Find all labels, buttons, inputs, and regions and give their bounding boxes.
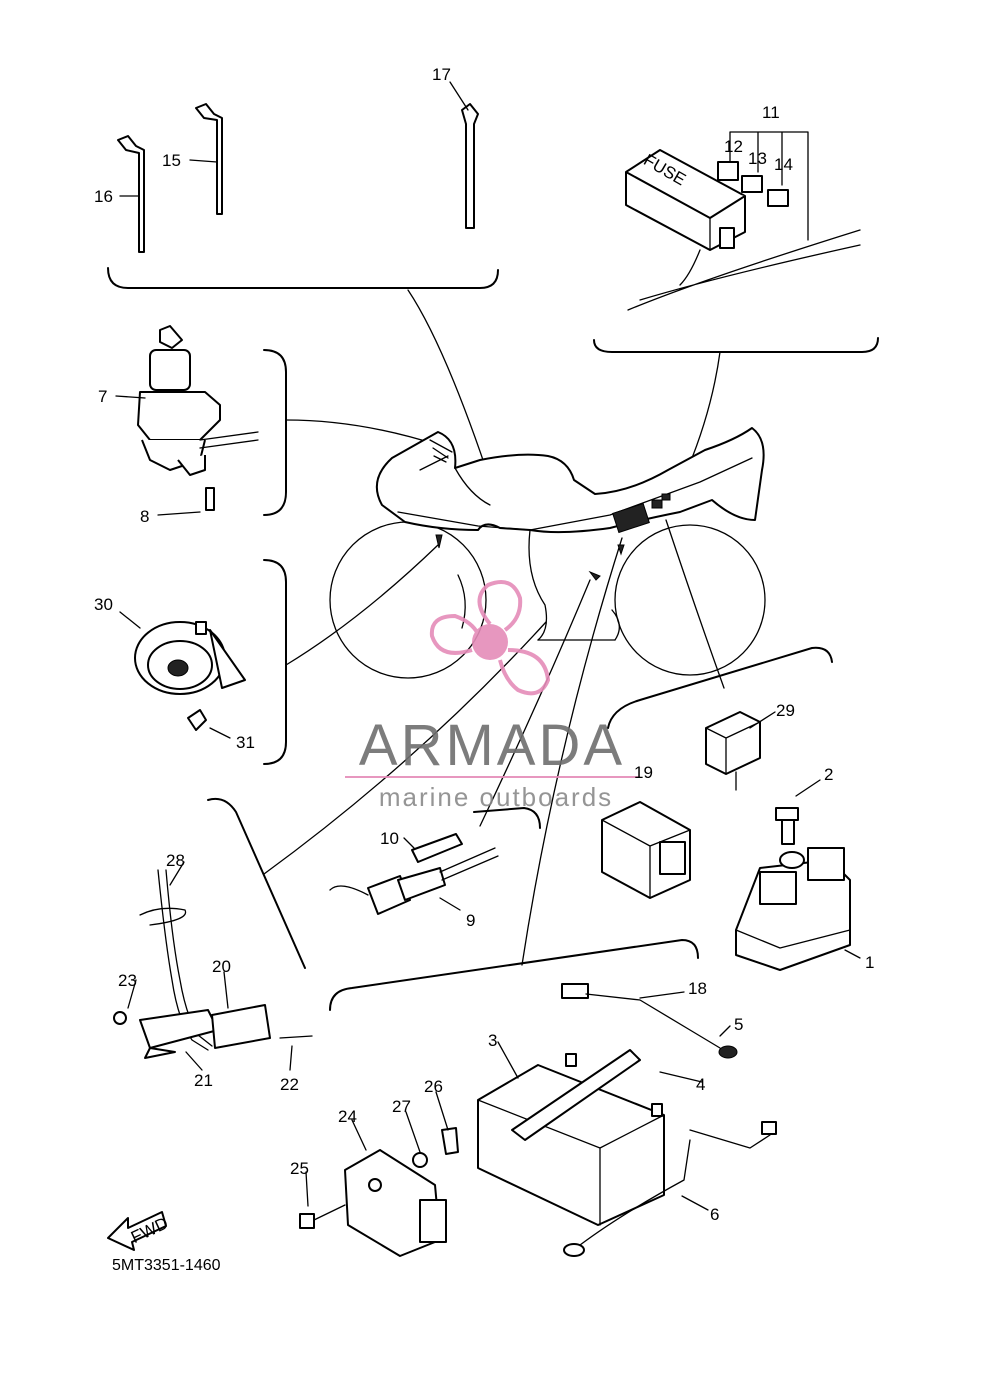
group-brackets (107, 267, 879, 1011)
callout-30: 30 (94, 595, 113, 614)
battery-cables (561, 983, 777, 1257)
callout-12: 12 (724, 137, 743, 156)
callout-16: 16 (94, 187, 113, 206)
callout-5: 5 (734, 1015, 743, 1034)
callout-27: 27 (392, 1097, 411, 1116)
callout-7: 7 (98, 387, 107, 406)
callout-23: 23 (118, 971, 137, 990)
battery (477, 1049, 665, 1226)
callout-6: 6 (710, 1205, 719, 1224)
part-code: 5MT3351-1460 (112, 1257, 221, 1274)
callout-leaders (115, 81, 861, 1211)
ignition-switch (137, 325, 259, 511)
callout-18: 18 (688, 979, 707, 998)
callout-22: 22 (280, 1075, 299, 1094)
callout-19: 19 (634, 763, 653, 782)
callout-28: 28 (166, 851, 185, 870)
callout-26: 26 (424, 1077, 443, 1096)
callout-15: 15 (162, 151, 181, 170)
callout-14: 14 (774, 155, 793, 174)
callout-8: 8 (140, 507, 149, 526)
callout-10: 10 (380, 829, 399, 848)
callout-29: 29 (776, 701, 795, 720)
callout-11: 11 (762, 103, 780, 122)
watermark-brand: ARMADA (359, 713, 625, 778)
callout-17: 17 (432, 65, 451, 84)
callout-2: 2 (824, 765, 833, 784)
cable-ties (117, 103, 479, 253)
sensor-9-10 (329, 833, 499, 915)
relay-19 (601, 801, 691, 899)
callout-25: 25 (290, 1159, 309, 1178)
starter-relay (735, 807, 851, 971)
watermark-tagline: marine outboards (379, 782, 613, 812)
watermark-logo: ARMADA marine outboards (345, 580, 640, 812)
relay-29 (705, 711, 761, 791)
callout-24: 24 (338, 1107, 357, 1126)
fwd-arrow: FWD (107, 1211, 171, 1251)
leader-lines (263, 289, 725, 966)
callout-4: 4 (696, 1075, 705, 1094)
callout-13: 13 (748, 149, 767, 168)
callout-31: 31 (236, 733, 255, 752)
rectifier-24 (299, 1127, 459, 1257)
horn (134, 621, 246, 731)
callout-9: 9 (466, 911, 475, 930)
callout-21: 21 (194, 1071, 213, 1090)
cable-28-bracket (113, 869, 313, 1059)
motorcycle-outline (329, 427, 766, 679)
callout-1: 1 (865, 953, 874, 972)
callout-numbers: 1 2 3 4 5 6 7 8 9 10 11 12 13 14 15 16 1… (94, 65, 874, 1224)
callout-3: 3 (488, 1031, 497, 1050)
fuse-box (625, 131, 861, 311)
callout-20: 20 (212, 957, 231, 976)
